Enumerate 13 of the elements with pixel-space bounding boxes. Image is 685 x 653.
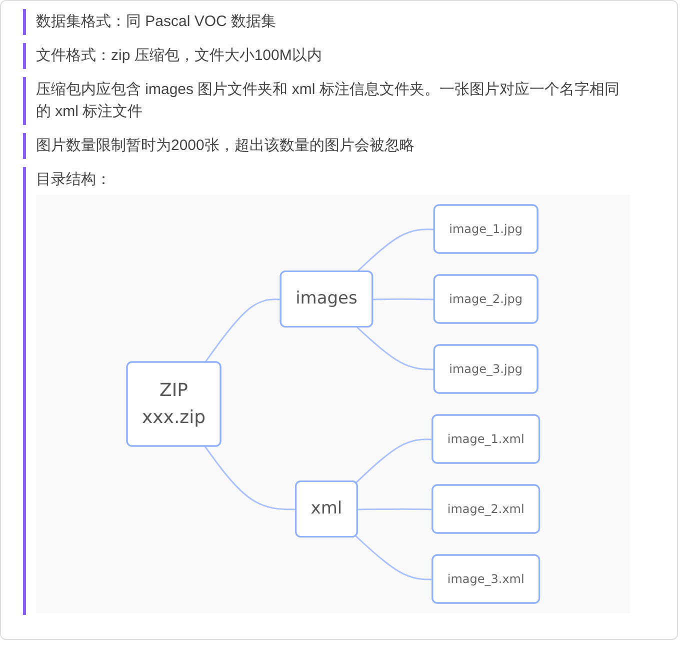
connector [355, 438, 433, 484]
connector [372, 298, 434, 300]
note-text: 数据集格式：同 Pascal VOC 数据集 [23, 9, 637, 35]
note-text: 图片数量限制暂时为2000张，超出该数量的图片会被忽略 [23, 133, 637, 159]
connector [204, 298, 281, 363]
connector [204, 446, 296, 510]
note-text: 文件格式：zip 压缩包，文件大小100M以内 [23, 43, 637, 69]
connector [356, 228, 434, 272]
section-heading: 目录结构： [36, 170, 111, 190]
connector [355, 536, 433, 580]
note-text: 压缩包内应包含 images 图片文件夹和 xml 标注信息文件夹。一张图片对应一个名字相同的 xml 标注文件 [23, 77, 637, 125]
connector [356, 326, 434, 370]
connector [357, 508, 433, 510]
